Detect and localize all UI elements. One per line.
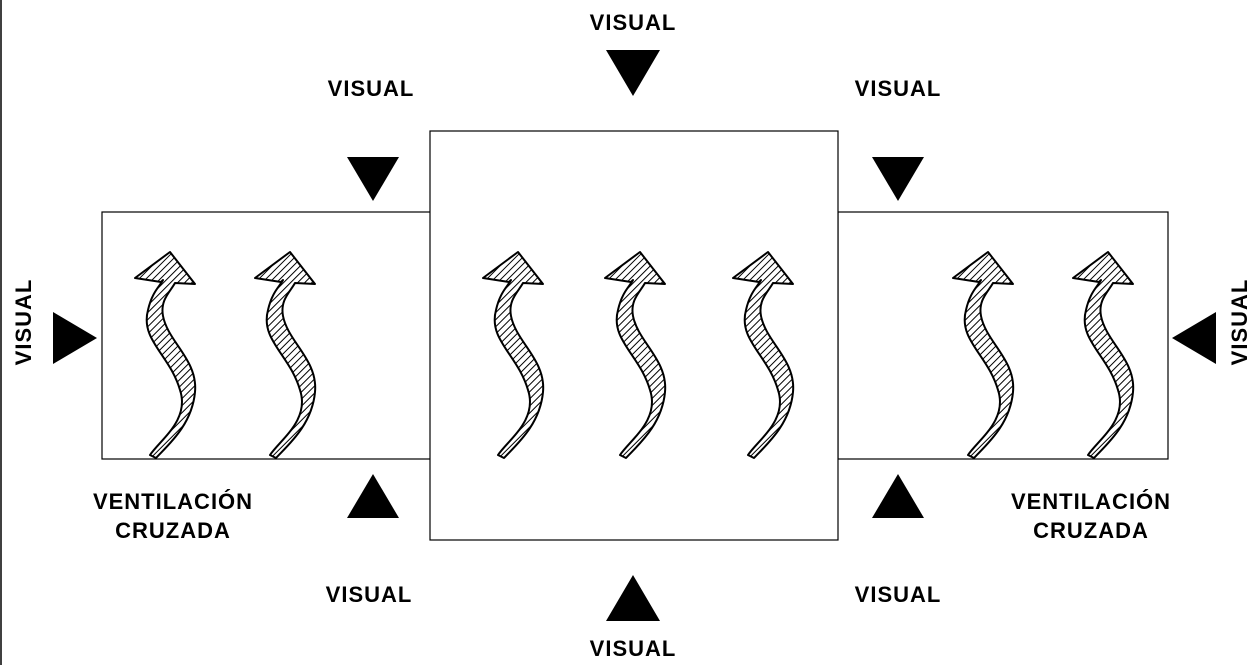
triangle-icon-top-right: [872, 157, 924, 201]
label-ventilation-left-line2: CRUZADA: [115, 518, 231, 543]
triangle-icon-right: [1172, 312, 1216, 364]
label-visual-top-center: VISUAL: [589, 10, 677, 35]
triangle-icon-bottom-left: [347, 474, 399, 518]
label-visual-right: VISUAL: [1227, 278, 1252, 366]
label-visual-top-right: VISUAL: [854, 76, 942, 101]
label-ventilation-right: VENTILACIÓN CRUZADA: [1011, 487, 1171, 545]
label-ventilation-right-line1: VENTILACIÓN: [1010, 489, 1172, 514]
triangle-icon-top-center: [606, 50, 660, 96]
triangle-icon-left: [53, 312, 97, 364]
label-visual-bottom-left: VISUAL: [325, 582, 413, 607]
triangle-icon-bottom-right: [872, 474, 924, 518]
label-ventilation-left: VENTILACIÓN CRUZADA: [93, 487, 253, 545]
label-visual-left: VISUAL: [11, 278, 36, 366]
triangle-icon-top-left: [347, 157, 399, 201]
label-ventilation-left-line1: VENTILACIÓN: [92, 489, 254, 514]
triangle-icon-bottom-center: [606, 575, 660, 621]
label-visual-bottom-right: VISUAL: [854, 582, 942, 607]
label-visual-bottom-center: VISUAL: [589, 636, 677, 661]
label-visual-top-left: VISUAL: [327, 76, 415, 101]
label-ventilation-right-line2: CRUZADA: [1033, 518, 1149, 543]
